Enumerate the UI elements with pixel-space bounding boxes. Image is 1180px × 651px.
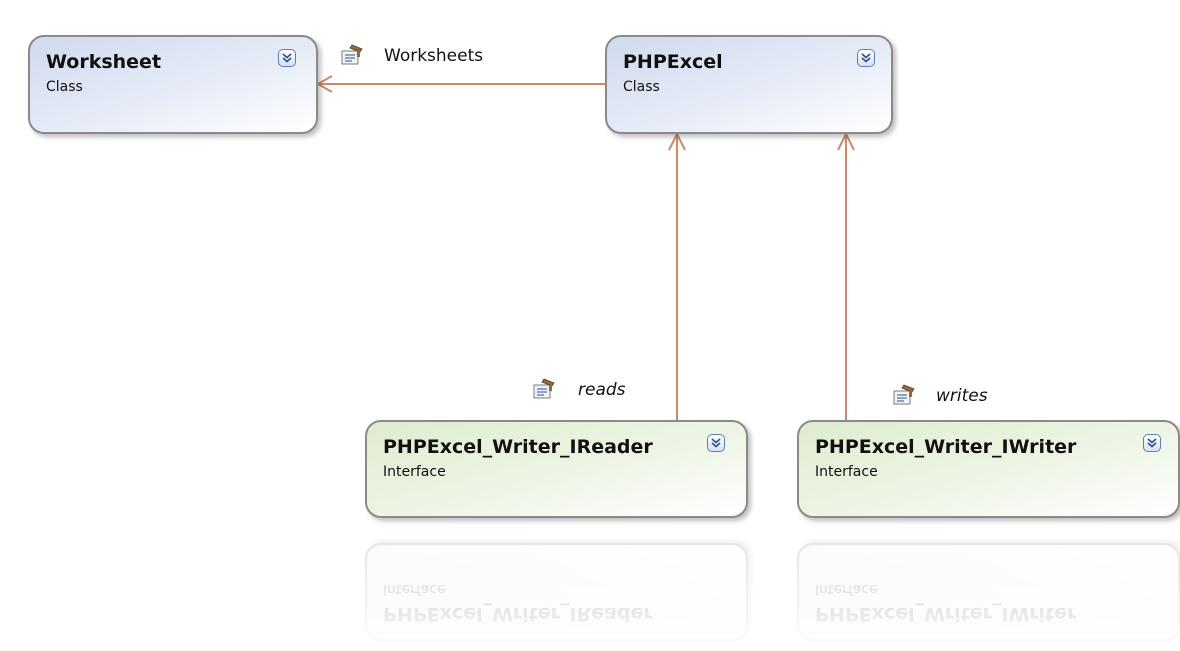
property-icon [893,384,915,405]
phpexcel-class-shape[interactable]: PHPExcel Class [605,35,893,134]
reads-association-line[interactable] [668,131,686,422]
iwriter-expand-button[interactable] [1143,434,1161,452]
property-icon [533,378,555,399]
iwriter-interface-shape[interactable]: PHPExcel_Writer_IWriter Interface [797,420,1180,518]
property-icon [341,44,363,65]
worksheets-association-line[interactable] [315,75,606,93]
writes-association-label: writes [936,386,988,406]
ireader-interface-kind: Interface [383,464,446,480]
iwriter-interface-name: PHPExcel_Writer_IWriter [815,436,1077,458]
worksheet-class-shape[interactable]: Worksheet Class [28,35,318,134]
ireader-interface-shape[interactable]: PHPExcel_Writer_IReader Interface [365,420,748,518]
worksheets-association-label: Worksheets [384,46,484,66]
writes-association-line[interactable] [837,131,855,422]
worksheet-class-name: Worksheet [46,51,162,73]
phpexcel-expand-button[interactable] [857,49,875,67]
worksheet-class-kind: Class [46,79,83,95]
chevron-double-down-icon [1147,438,1157,448]
chevron-double-down-icon [861,53,871,63]
chevron-double-down-icon [711,438,721,448]
worksheet-expand-button[interactable] [278,49,296,67]
reads-association-label: reads [578,380,626,400]
ireader-expand-button[interactable] [707,434,725,452]
phpexcel-class-kind: Class [623,79,660,95]
chevron-double-down-icon [282,53,292,63]
ireader-interface-name: PHPExcel_Writer_IReader [383,436,653,458]
phpexcel-class-name: PHPExcel [623,51,723,73]
iwriter-interface-kind: Interface [815,464,878,480]
